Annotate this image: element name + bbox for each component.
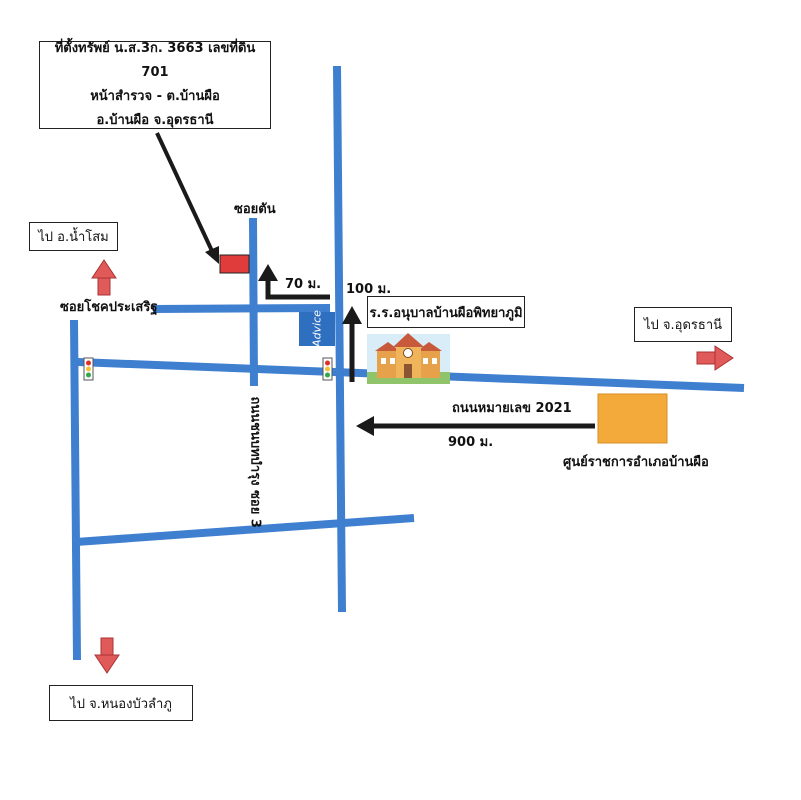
road-side-road-label: ถนนชนบทบำรุง ซอย 3 xyxy=(247,396,263,528)
advice-shop-marker xyxy=(299,312,335,346)
arrow-70m-icon xyxy=(258,264,330,300)
property-info-line-1: ที่ตั้งทรัพย์ น.ส.3ก. 3663 เลขที่ดิน 701 xyxy=(54,41,256,80)
destination-nong-bua: ไป จ.หนองบัวลำภู xyxy=(49,685,193,721)
advice-label: Advice xyxy=(310,310,324,347)
road-soi-chok-label: ซอยโชคประเสริฐ xyxy=(60,300,158,315)
school-label-box: ร.ร.อนุบาลบ้านผือพิทยาภูมิ xyxy=(367,296,525,328)
traffic-light-icon xyxy=(322,357,333,381)
pointer-arrow-icon xyxy=(155,132,219,264)
destination-nong-bua-label: ไป จ.หนองบัวลำภู xyxy=(70,696,172,712)
distance-70m-label: 70 ม. xyxy=(285,277,322,292)
road-soi-ton xyxy=(249,217,258,387)
arrow-900m-icon xyxy=(356,416,595,436)
property-info-line-2: หน้าสำรวจ - ต.บ้านผือ xyxy=(90,89,220,104)
destination-udon-label: ไป จ.อุดรธานี xyxy=(643,318,723,333)
school-label: ร.ร.อนุบาลบ้านผือพิทยาภูมิ xyxy=(369,305,523,321)
traffic-light-icon xyxy=(83,357,94,381)
property-info-box: ที่ตั้งทรัพย์ น.ส.3ก. 3663 เลขที่ดิน 701… xyxy=(39,41,271,129)
arrow-down-nong-bua-icon xyxy=(94,637,120,674)
arrow-100m-icon xyxy=(342,306,362,382)
arrow-right-udon-icon xyxy=(696,345,734,371)
property-marker xyxy=(219,254,250,274)
road-soi-ton-label: ซอยตัน xyxy=(234,202,276,217)
destination-nam-som-label: ไป อ.น้ำโสม xyxy=(38,230,109,245)
road-main-vertical xyxy=(333,65,346,613)
arrow-up-nam-som-icon xyxy=(91,259,117,296)
distance-100m-label: 100 ม. xyxy=(346,282,392,297)
road-left-vertical xyxy=(70,319,81,661)
distance-900m-label: 900 ม. xyxy=(448,435,494,450)
district-office-marker xyxy=(597,393,668,444)
road-lower-cross xyxy=(75,514,415,546)
destination-nam-som: ไป อ.น้ำโสม xyxy=(29,222,118,251)
property-info-line-3: อ.บ้านผือ จ.อุดรธานี xyxy=(96,113,214,128)
school-building-icon xyxy=(367,333,450,384)
road-soi-chok xyxy=(152,304,331,313)
district-office-label: ศูนย์ราชการอำเภอบ้านผือ xyxy=(563,455,709,470)
road-highway-label: ถนนหมายเลข 2021 xyxy=(452,401,572,416)
destination-udon: ไป จ.อุดรธานี xyxy=(634,307,732,342)
